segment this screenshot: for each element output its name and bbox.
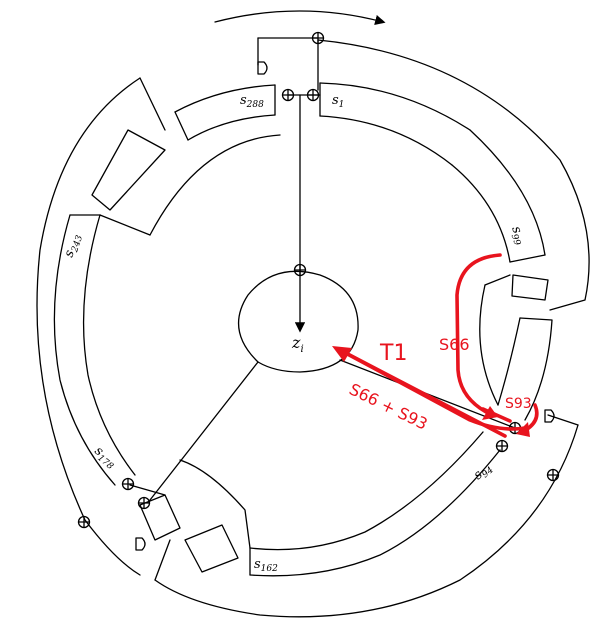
annotation-t1: T1 — [379, 341, 407, 366]
register-b — [154, 414, 579, 618]
output-node-shape — [237, 270, 359, 373]
and-gate-icon — [544, 409, 555, 423]
register-c — [36, 77, 281, 576]
xor-icon — [546, 468, 560, 482]
and-gate-icon — [135, 537, 146, 551]
xor-icon — [77, 515, 91, 529]
stage-label-s99: s99 — [506, 224, 528, 247]
xor-icon — [281, 88, 295, 102]
center-label-zi: zi — [291, 333, 304, 355]
annotation-s66-plus-s93: S66 + S93 — [346, 380, 430, 434]
xor-icon — [121, 477, 135, 491]
xor-icon — [293, 263, 307, 277]
stage-label-s1: s1 — [332, 93, 344, 110]
xor-icon — [137, 496, 151, 510]
xor-icon — [311, 31, 325, 45]
red-annotation-group — [332, 253, 539, 438]
xor-icon — [306, 88, 320, 102]
stage-label-s288: s288 — [240, 93, 264, 110]
register-a — [317, 39, 590, 421]
annotation-s93: S93 — [505, 396, 532, 412]
stage-label-s162: s162 — [254, 557, 278, 574]
xor-icon — [495, 439, 509, 453]
rotation-arrow-icon — [214, 10, 386, 26]
annotation-s66: S66 — [439, 335, 470, 354]
stage-label-s94: s94 — [471, 460, 496, 485]
and-gate-icon — [257, 61, 268, 75]
